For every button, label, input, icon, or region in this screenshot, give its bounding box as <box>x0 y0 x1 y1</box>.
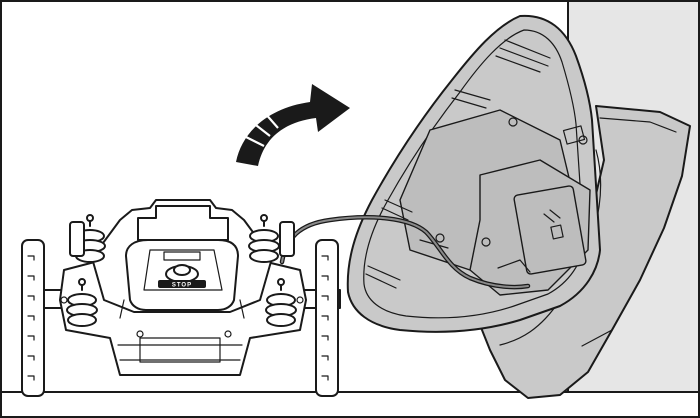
right-wheel <box>315 239 339 397</box>
left-wheel <box>21 239 45 397</box>
mower-chassis: STOP <box>21 199 341 397</box>
shock-absorber-front-left <box>69 214 106 263</box>
curved-arrow-icon <box>236 84 350 166</box>
shock-absorber-rear-left <box>66 278 98 327</box>
shock-absorber-rear-right <box>265 278 297 327</box>
mower-body-cover <box>346 14 691 399</box>
stop-label: STOP <box>172 283 192 289</box>
shock-absorber-front-right <box>248 214 295 263</box>
stop-button: STOP <box>158 280 206 289</box>
